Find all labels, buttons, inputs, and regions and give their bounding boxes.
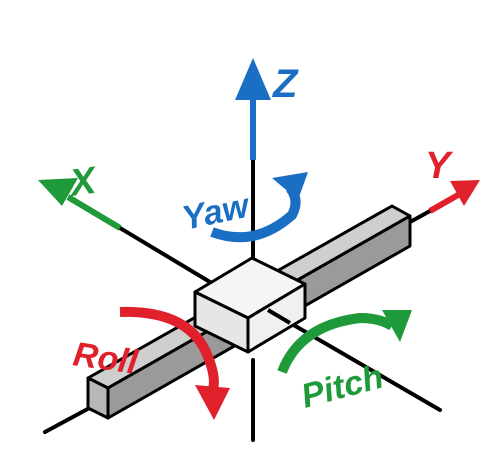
pitch-rotation-arrow — [277, 310, 412, 374]
center-block — [193, 256, 307, 354]
x-axis-upper-segment — [118, 226, 212, 284]
roll-label: Roll — [71, 335, 141, 382]
bar-end-face — [86, 376, 110, 420]
z-axis-arrow — [235, 58, 271, 160]
x-axis-through-block — [266, 308, 292, 325]
z-axis-label: Z — [272, 62, 299, 106]
y-axis-left-end — [43, 403, 97, 434]
y-axis-right-segment — [408, 209, 432, 224]
y-axis-label: Y — [425, 145, 454, 187]
x-axis-arrow — [38, 178, 122, 231]
y-axis-arrow — [428, 180, 480, 214]
roll-rotation-arrow — [119, 306, 230, 420]
pitch-label: Pitch — [297, 358, 387, 416]
block-right-face — [246, 282, 307, 354]
yaw-rotation-arrow — [210, 172, 308, 243]
yaw-label: Yaw — [179, 186, 255, 238]
